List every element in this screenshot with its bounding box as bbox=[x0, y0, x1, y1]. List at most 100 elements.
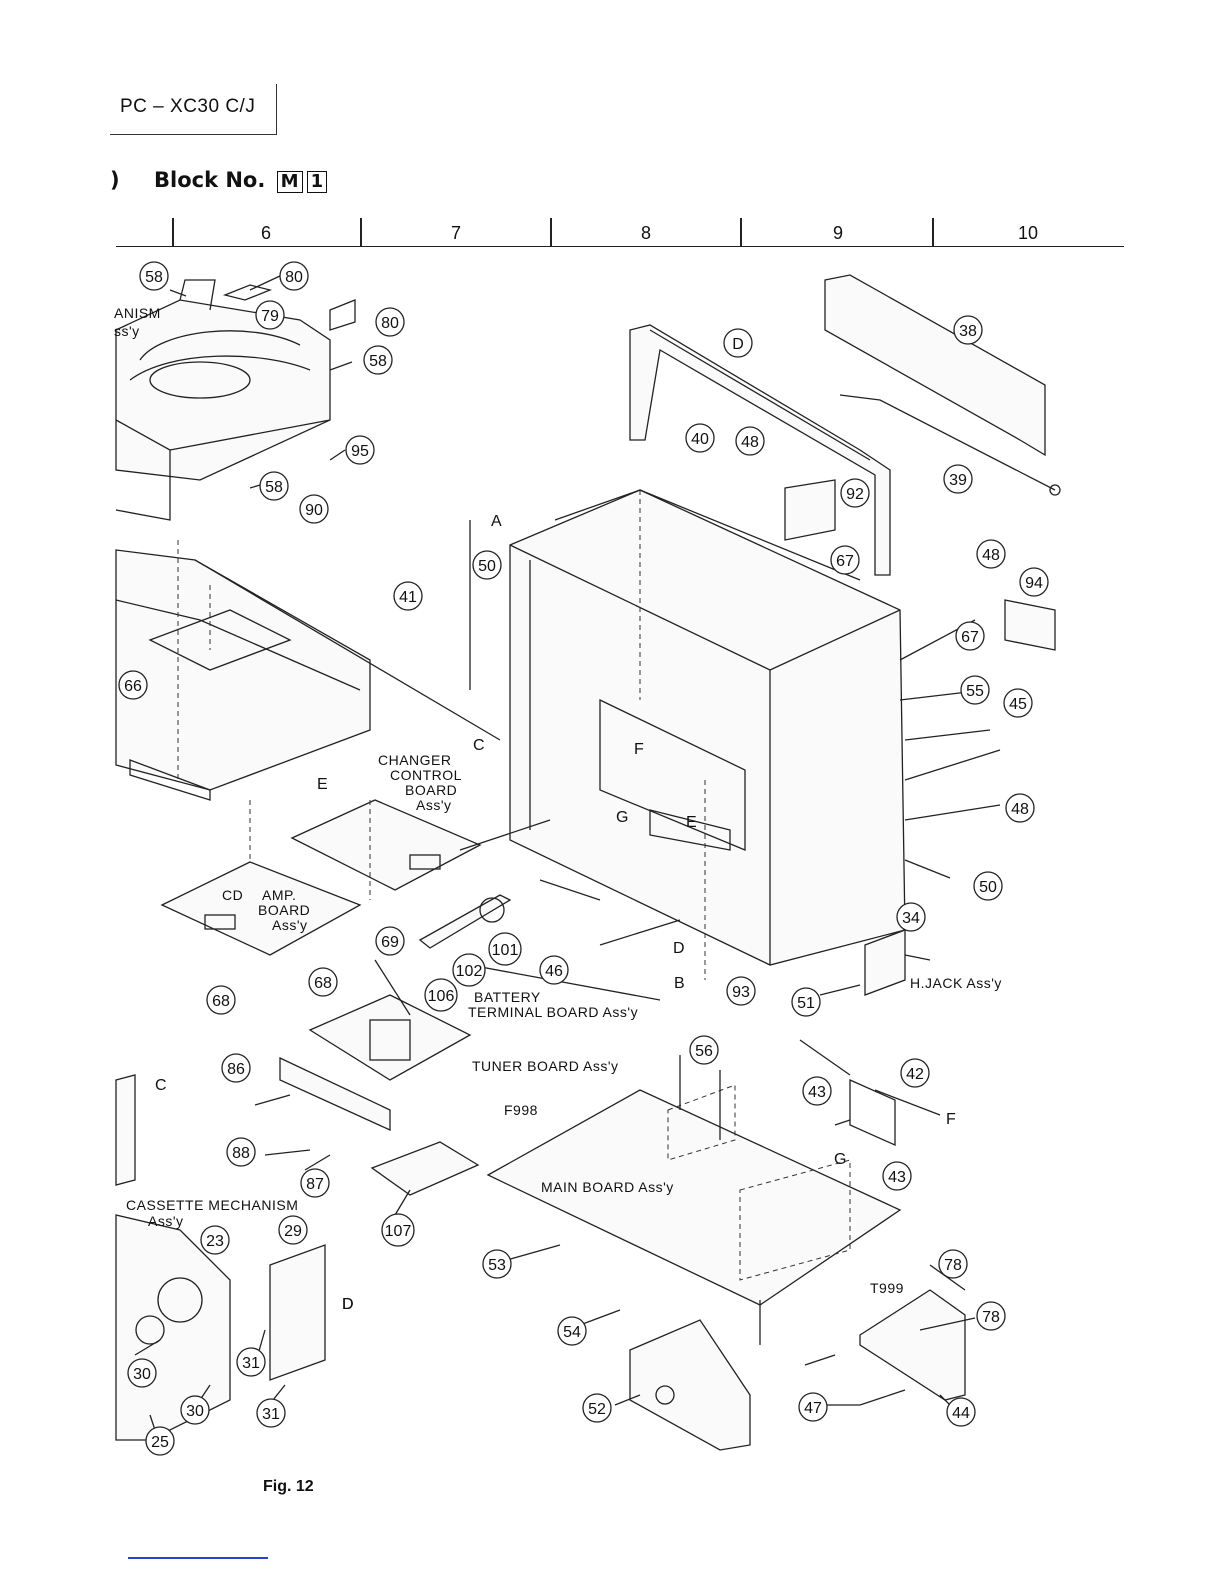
cd-mechanism-drawing bbox=[115, 279, 356, 521]
svg-text:86: 86 bbox=[227, 1061, 245, 1078]
label-assy: Ass'y bbox=[148, 1213, 184, 1229]
svg-text:52: 52 bbox=[588, 1401, 606, 1418]
callout-39: 39 bbox=[943, 464, 973, 494]
reference-letters: A C E F G E D B D C D F G bbox=[155, 513, 956, 1313]
callout-86: 86 bbox=[221, 1053, 251, 1083]
side-panels-drawing bbox=[784, 479, 1056, 996]
callout-46: 46 bbox=[539, 955, 569, 985]
callout-30: 30 bbox=[127, 1358, 157, 1388]
ref-letter: E bbox=[317, 776, 328, 793]
callout-40: 40 bbox=[685, 423, 715, 453]
callout-52: 52 bbox=[582, 1393, 612, 1423]
label-main-board: MAIN BOARD Ass'y bbox=[541, 1179, 674, 1195]
part-callouts: 58 80 79 80 58 95 58 90 41 50 40 48 92 6… bbox=[118, 261, 1049, 1456]
column-divider bbox=[360, 218, 362, 246]
footer-link-line bbox=[128, 1557, 268, 1559]
svg-text:69: 69 bbox=[381, 934, 399, 951]
svg-text:23: 23 bbox=[206, 1233, 224, 1250]
callout-90: 90 bbox=[299, 494, 329, 524]
column-divider bbox=[550, 218, 552, 246]
label-assy: Ass'y bbox=[272, 917, 308, 933]
block-prefix: ) bbox=[110, 168, 120, 192]
callout-78: 78 bbox=[976, 1301, 1006, 1331]
svg-text:95: 95 bbox=[351, 443, 369, 460]
callout-95: 95 bbox=[345, 435, 375, 465]
callout-107: 107 bbox=[381, 1213, 415, 1247]
label-control: CONTROL bbox=[390, 767, 462, 783]
ref-letter: G bbox=[616, 809, 628, 826]
column-number: 10 bbox=[1017, 223, 1039, 243]
svg-text:42: 42 bbox=[906, 1066, 924, 1083]
svg-text:34: 34 bbox=[902, 910, 920, 927]
label-battery-terminal-board: TERMINAL BOARD Ass'y bbox=[468, 1004, 638, 1020]
column-divider bbox=[172, 218, 174, 246]
callout-47: 47 bbox=[798, 1392, 828, 1422]
svg-text:30: 30 bbox=[133, 1366, 151, 1383]
callout-87: 87 bbox=[300, 1168, 330, 1198]
callout-D: D bbox=[723, 328, 753, 358]
svg-text:94: 94 bbox=[1025, 575, 1043, 592]
svg-text:38: 38 bbox=[959, 323, 977, 340]
chassis-drawing bbox=[509, 489, 906, 966]
svg-text:79: 79 bbox=[261, 308, 279, 325]
svg-text:58: 58 bbox=[369, 353, 387, 370]
label-cassette-mechanism: CASSETTE MECHANISM bbox=[126, 1197, 298, 1213]
svg-text:41: 41 bbox=[399, 589, 417, 606]
svg-text:87: 87 bbox=[306, 1176, 324, 1193]
callout-51: 51 bbox=[791, 987, 821, 1017]
callout-53: 53 bbox=[482, 1249, 512, 1279]
callout-25: 25 bbox=[145, 1426, 175, 1456]
callout-66: 66 bbox=[118, 670, 148, 700]
callout-88: 88 bbox=[226, 1137, 256, 1167]
label-hjack: H.JACK Ass'y bbox=[910, 975, 1002, 991]
callout-48: 48 bbox=[735, 426, 765, 456]
callout-58: 58 bbox=[363, 345, 393, 375]
bottom-brackets-drawing bbox=[629, 1289, 966, 1451]
svg-text:40: 40 bbox=[691, 431, 709, 448]
svg-text:45: 45 bbox=[1009, 696, 1027, 713]
column-divider bbox=[740, 218, 742, 246]
column-number: 7 bbox=[450, 223, 461, 243]
antenna-drawing bbox=[824, 274, 1061, 496]
svg-text:67: 67 bbox=[836, 553, 854, 570]
callout-79: 79 bbox=[255, 300, 285, 330]
svg-text:39: 39 bbox=[949, 472, 967, 489]
callout-93: 93 bbox=[726, 976, 756, 1006]
ref-letter: C bbox=[155, 1077, 167, 1094]
svg-text:54: 54 bbox=[563, 1324, 581, 1341]
svg-text:56: 56 bbox=[695, 1043, 713, 1060]
svg-text:102: 102 bbox=[456, 963, 483, 980]
label-f998: F998 bbox=[504, 1102, 538, 1118]
svg-text:55: 55 bbox=[966, 683, 984, 700]
callout-101: 101 bbox=[488, 932, 522, 966]
svg-text:48: 48 bbox=[1011, 801, 1029, 818]
callout-58: 58 bbox=[259, 471, 289, 501]
label-tuner-board: TUNER BOARD Ass'y bbox=[472, 1058, 619, 1074]
callout-94: 94 bbox=[1019, 567, 1049, 597]
callout-67: 67 bbox=[955, 621, 985, 651]
label-amp: AMP. bbox=[262, 887, 296, 903]
svg-text:88: 88 bbox=[232, 1145, 250, 1162]
svg-text:80: 80 bbox=[285, 269, 303, 286]
svg-text:48: 48 bbox=[982, 547, 1000, 564]
callout-69: 69 bbox=[375, 926, 405, 956]
ref-letter: F bbox=[634, 741, 644, 758]
svg-text:44: 44 bbox=[952, 1405, 970, 1422]
svg-text:80: 80 bbox=[381, 315, 399, 332]
svg-text:93: 93 bbox=[732, 984, 750, 1001]
label-assy: Ass'y bbox=[416, 797, 452, 813]
svg-text:50: 50 bbox=[979, 879, 997, 896]
svg-text:43: 43 bbox=[888, 1169, 906, 1186]
svg-text:51: 51 bbox=[797, 995, 815, 1012]
callout-55: 55 bbox=[960, 675, 990, 705]
ref-letter: B bbox=[674, 975, 685, 992]
model-box: PC – XC30 C/J bbox=[110, 84, 277, 135]
svg-text:107: 107 bbox=[385, 1223, 412, 1240]
label-mechanism-partial: ANISM bbox=[114, 305, 161, 321]
ref-letter: G bbox=[834, 1151, 846, 1168]
callout-42: 42 bbox=[900, 1058, 930, 1088]
column-number: 8 bbox=[640, 223, 651, 243]
svg-text:D: D bbox=[732, 336, 744, 353]
ref-letter: D bbox=[342, 1296, 354, 1313]
callout-80: 80 bbox=[375, 307, 405, 337]
